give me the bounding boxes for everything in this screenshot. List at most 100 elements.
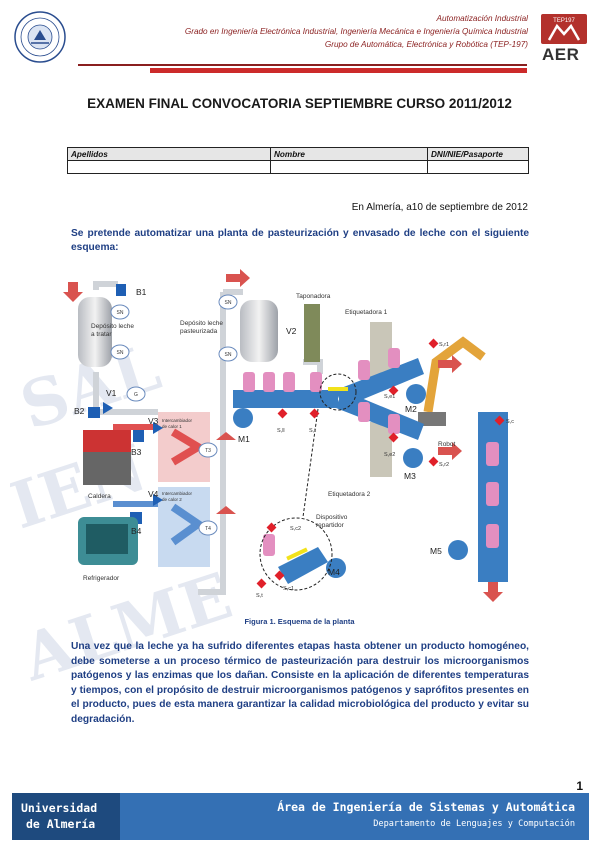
footer-university: Universidad de Almería [12, 793, 120, 840]
distributor-gate [328, 387, 348, 391]
bottle [486, 482, 499, 506]
label-se1: S,e1 [384, 394, 395, 400]
bottle [263, 372, 275, 392]
label-ex2-2: de calor 2 [162, 497, 182, 502]
label-labeler-1: Etiquetadora 1 [345, 309, 388, 316]
flow-arrow-lower [438, 442, 462, 460]
label-m2: M2 [405, 404, 417, 414]
student-id-table: Apellidos Nombre DNI/NIE/Pasaporte [67, 147, 529, 174]
label-v3: V3 [148, 416, 159, 426]
university-seal-logo [14, 11, 66, 63]
nombre-field[interactable] [270, 160, 428, 174]
label-ex1-1: Intercambiador [162, 418, 193, 423]
apellidos-field[interactable] [67, 160, 271, 174]
label-raw-tank-1: Depósito leche [91, 323, 134, 330]
label-sll: S,ll [277, 428, 285, 434]
label-ex2-1: Intercambiador [162, 491, 193, 496]
header-group: Grupo de Automática, Electrónica y Robót… [324, 40, 528, 49]
t3-sensor [198, 442, 218, 458]
bottle [310, 372, 322, 392]
flow-arrow-up-2 [216, 506, 236, 514]
zoom-connector [302, 408, 319, 518]
footer-university-line2: de Almería [26, 817, 96, 831]
label-m3: M3 [404, 471, 416, 481]
raw-milk-tank [78, 297, 112, 367]
label-sc2: S,c2 [290, 526, 301, 532]
label-m4: M4 [328, 567, 340, 577]
robot-arm [423, 336, 486, 413]
header-dni: DNI/NIE/Pasaporte [427, 147, 529, 161]
footer-university-line1: Universidad [21, 801, 98, 815]
label-distributor-2: repartidor [316, 522, 345, 529]
distributor-conveyor [278, 547, 328, 584]
bottle [388, 414, 400, 434]
aer-logo-code: TEP197 [553, 18, 575, 24]
exchanger-1-coil [170, 428, 206, 466]
page-title: EXAMEN FINAL CONVOCATORIA SEPTIEMBRE CUR… [87, 96, 512, 111]
label-st-detail: S,t [256, 593, 263, 599]
header-nombre: Nombre [270, 147, 428, 161]
pump-b1 [116, 284, 126, 296]
body-paragraph: Una vez que la leche ya ha sufrido difer… [71, 641, 529, 725]
label-sr2: S,r2 [439, 462, 449, 468]
motor-m2 [406, 384, 426, 404]
valve-v4 [153, 494, 163, 506]
inflow-arrow [63, 282, 83, 302]
label-sc1: S,c1 [283, 586, 294, 592]
label-m5: M5 [430, 546, 442, 556]
label-v1: V1 [106, 388, 117, 398]
exchanger-2-coil [170, 503, 205, 546]
bottle [243, 372, 255, 392]
pasteurized-milk-tank [240, 300, 278, 362]
bottle [263, 534, 275, 556]
flow-arrow-top [226, 269, 250, 287]
motor-m3 [403, 448, 423, 468]
dni-field[interactable] [427, 160, 529, 174]
valve-v3 [153, 422, 163, 434]
pump-b3 [133, 430, 144, 442]
aer-logo-text: AER [542, 45, 580, 64]
sn-sensor-3 [218, 294, 238, 310]
label-st: S,t [309, 428, 316, 434]
label-capper: Taponadora [296, 293, 331, 300]
label-m1: M1 [238, 434, 250, 444]
label-chiller: Refrigerador [83, 575, 120, 582]
motor-m5 [448, 540, 468, 560]
footer-area: Área de Ingeniería de Sistemas y Automát… [277, 800, 575, 814]
lower-branch-conveyor [336, 390, 424, 440]
label-distributor-1: Dispositivo [316, 514, 348, 521]
label-v4: V4 [148, 489, 159, 499]
label-b3: B3 [131, 447, 142, 457]
plant-diagram: SN SN SN SN G T3 T4 [63, 269, 514, 602]
distributor-detail-circle [259, 517, 333, 591]
upper-branch-conveyor [336, 358, 424, 408]
pump-b2 [88, 407, 100, 418]
label-past-tank-2: pasteurizada [180, 328, 218, 335]
sensor-sc2 [266, 522, 277, 533]
valve-v1 [103, 402, 113, 414]
sensor-sll [277, 408, 288, 419]
footer-department: Departamento de Lenguajes y Computación [373, 819, 575, 829]
boiler-base [83, 452, 131, 485]
sn-sensor-2 [110, 344, 130, 360]
bottle [388, 348, 400, 368]
g-sensor [126, 386, 146, 402]
intro-paragraph: Se pretende automatizar una planta de pa… [71, 228, 529, 253]
sensor-sr1 [428, 338, 439, 349]
labeler-1 [370, 322, 392, 377]
sn-sensor-4 [218, 346, 238, 362]
bottle [358, 402, 370, 422]
label-raw-tank-2: a tratar [91, 331, 112, 338]
main-conveyor [233, 390, 338, 408]
t4-sensor [198, 520, 218, 536]
header-accent-bar [150, 68, 527, 73]
place-date: En Almería, a10 de septiembre de 2012 [351, 202, 528, 213]
header-text-block: Automatización Industrial Grado en Ingen… [185, 12, 528, 51]
labeler-2 [370, 422, 392, 477]
label-se2: S,e2 [384, 452, 395, 458]
sensor-st-detail [256, 578, 267, 589]
label-sn-2: SN [117, 350, 124, 356]
header-degree: Grado en Ingeniería Electrónica Industri… [184, 27, 528, 36]
label-sr1: S,r1 [439, 342, 449, 348]
label-sn-3: SN [225, 300, 232, 306]
